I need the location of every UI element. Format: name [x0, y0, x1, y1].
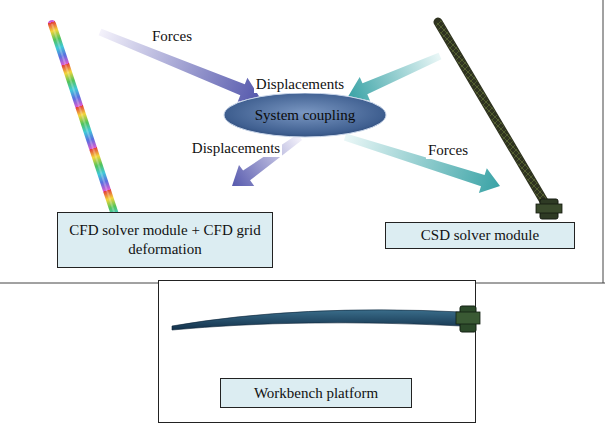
node-text: CSD solver module [421, 226, 539, 245]
flow-arrow [348, 53, 441, 101]
cfd-blade [52, 24, 120, 230]
node-text: System coupling [255, 107, 355, 124]
edge-label: Forces [426, 142, 470, 159]
workbench-hub [456, 306, 480, 332]
csd-hub [536, 199, 562, 219]
module-box: Workbench platform [220, 378, 412, 408]
deformed-blade [172, 310, 462, 330]
node-text: Workbench platform [254, 384, 378, 403]
module-box: CSD solver module [385, 222, 575, 249]
module-box: CFD solver module + CFD grid deformation [57, 212, 273, 268]
workbench-panel [159, 281, 476, 423]
frame-line [0, 0, 605, 283]
edge-label: Displacements [190, 140, 282, 157]
coupling-ellipse: System coupling [223, 92, 387, 138]
arrow-body [348, 53, 441, 101]
edge-label: Forces [150, 28, 194, 45]
edge-label: Displacements [254, 76, 346, 93]
arrow-body [344, 134, 500, 193]
flow-arrow [344, 134, 500, 193]
cfd-blade-highlight [52, 24, 120, 230]
node-text: CFD solver module + CFD grid deformation [66, 221, 264, 259]
ellipse-outline [224, 93, 386, 137]
